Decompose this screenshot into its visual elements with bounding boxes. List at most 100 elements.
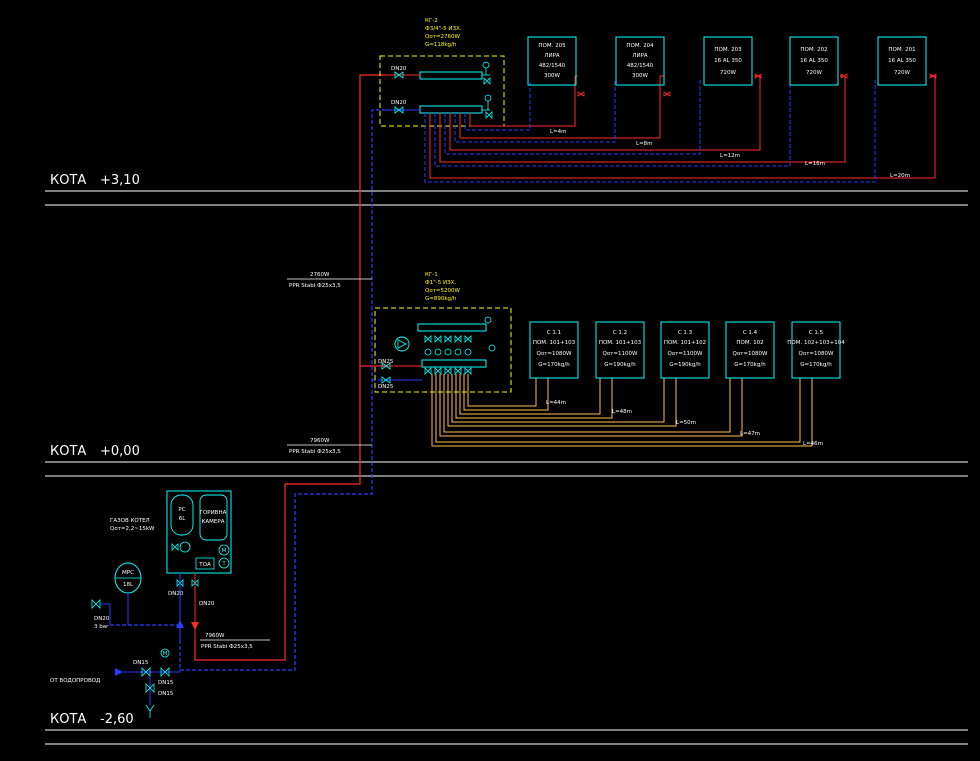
- level-label: КОТА: [50, 444, 86, 459]
- pipe-label-basement: 7960W PPR Stabi Ф25x3,5: [200, 633, 270, 650]
- radiator-room: ПОМ. 203: [714, 47, 742, 53]
- circuit-name: С 1.2: [613, 330, 627, 336]
- radiator-size: 482/1540: [539, 63, 566, 69]
- manifold-title: КГ-1: [425, 272, 438, 278]
- circuit-length: L=50m: [676, 420, 696, 426]
- valve-label: DN20: [199, 601, 215, 607]
- radiator: ПОМ. 201 16 AL 350 720W: [877, 36, 937, 86]
- valve-label: DN25: [378, 359, 394, 365]
- floor-heating-circuits: [431, 374, 813, 447]
- branch-length: L=4m: [550, 129, 567, 135]
- branch-length: L=12m: [720, 153, 740, 159]
- circuit-name: С 1.5: [809, 330, 824, 336]
- pipe-spec: PPR Stabi Ф25x3,5: [201, 644, 253, 650]
- m-label: М: [163, 651, 168, 657]
- circuit-flow: G=170kg/h: [734, 362, 766, 368]
- radiator: ПОМ. 202 16 AL 350 720W: [789, 36, 848, 86]
- manifold-upper: КГ-2 Ф3/4"-5 ИЗХ. Qот=2760W G=118kg/h DN…: [379, 18, 505, 127]
- circuit-room: ПОМ. 101+103: [533, 340, 576, 346]
- level-label: КОТА: [50, 712, 86, 727]
- pipe-power: 7960W: [310, 438, 330, 444]
- branch-length: L=20m: [890, 173, 910, 179]
- circuit-length: L=46m: [803, 441, 823, 447]
- manifold-power: Qот=5200W: [425, 288, 461, 294]
- upper-branches: [424, 75, 936, 183]
- valve-label: DN15: [158, 691, 174, 697]
- level-value: -2,60: [100, 712, 134, 727]
- branch-length: L=8m: [636, 141, 653, 147]
- level-label: КОТА: [50, 173, 86, 188]
- pipe-label-ground: 7960W PPR Stabi Ф25x3,5: [287, 438, 372, 455]
- chamber-label: КАМЕРА: [202, 519, 225, 525]
- circuit-power: Qот=1080W: [733, 351, 769, 357]
- circuit-box: С 1.3 ПОМ. 101+102 Qот=1100W G=190kg/h: [660, 321, 710, 379]
- vessel-volume: 6L: [179, 516, 186, 522]
- radiator: ПОМ. 204 ЛИРА 482/1540 300W: [615, 36, 671, 97]
- boiler-label: ГАЗОВ КОТЕЛ: [110, 518, 150, 524]
- circuit-name: С 1.1: [547, 330, 561, 336]
- pipe-spec: PPR Stabi Ф25x3,5: [289, 283, 341, 289]
- radiator-room: ПОМ. 205: [538, 43, 566, 49]
- radiator-power: 720W: [806, 70, 822, 76]
- manifold-power: Qот=2760W: [425, 34, 461, 40]
- water-inlet: ОТ ВОДОПРОВОД DN15 М DN15 DN15: [50, 648, 181, 718]
- radiator: ПОМ. 203 16 AL 350 720W: [703, 36, 762, 86]
- circuit-box: С 1.4 ПОМ. 102 Qот=1080W G=170kg/h: [725, 321, 775, 379]
- vessel-name: МРС: [122, 570, 134, 576]
- riser-supply: [194, 74, 385, 661]
- relief-valve: DN20 3 bar: [91, 599, 111, 630]
- pipe-power: 2760W: [310, 272, 330, 278]
- level-value: +0,00: [100, 444, 140, 459]
- circuit-room: ПОМ. 102: [736, 340, 763, 346]
- radiator-power: 720W: [894, 70, 910, 76]
- circuit-name: С 1.4: [743, 330, 758, 336]
- circuit-room: ПОМ. 101+102: [664, 340, 706, 346]
- valve-label: DN20: [168, 591, 184, 597]
- radiator-room: ПОМ. 202: [800, 47, 827, 53]
- circuit-flow: G=190kg/h: [669, 362, 701, 368]
- branch-length: L=16m: [805, 161, 825, 167]
- boiler-label: Qот=2,2~15kW: [110, 526, 155, 532]
- radiator-power: 720W: [720, 70, 736, 76]
- manifold-title: КГ-2: [425, 18, 438, 24]
- chamber-label: ГОРИВНА: [200, 510, 227, 516]
- radiator-power: 300W: [544, 73, 560, 79]
- m-label: М: [222, 548, 227, 554]
- circuit-length: L=48m: [612, 409, 632, 415]
- level-value: +3,10: [100, 173, 140, 188]
- circuit-room: ПОМ. 102+103+104: [787, 340, 845, 346]
- t-label: Т: [221, 561, 226, 567]
- manifold-flow: G=118kg/h: [425, 42, 457, 48]
- pipe-spec: PPR Stabi Ф25x3,5: [289, 449, 341, 455]
- vessel-name: РС: [178, 507, 185, 513]
- radiator-type: ЛИРА: [544, 53, 560, 59]
- circuit-power: Qот=1080W: [799, 351, 835, 357]
- riser-return: [110, 109, 385, 671]
- circuit-box: С 1.2 ПОМ. 101+103 Qот=1100W G=190kg/h: [595, 321, 645, 379]
- pipe-label-upper: 2760W PPR Stabi Ф25x3,5: [287, 272, 372, 289]
- valve-size: DN20: [94, 616, 110, 622]
- circuit-length: L=47m: [740, 431, 760, 437]
- radiator: ПОМ. 205 ЛИРА 482/1540 300W: [527, 36, 585, 97]
- pump-icon: [179, 541, 191, 553]
- circuit-box: С 1.5 ПОМ. 102+103+104 Qот=1080W G=170kg…: [787, 321, 845, 379]
- valve-label: DN15: [133, 660, 149, 666]
- radiator-type: 16 AL 350: [888, 58, 916, 64]
- radiator-power: 300W: [632, 73, 648, 79]
- radiator-type: 16 AL 350: [800, 58, 828, 64]
- boiler: РС 6L ГОРИВНА КАМЕРА М Т ТОА ГАЗОВ КОТЕЛ…: [110, 490, 232, 640]
- circuit-flow: G=170kg/h: [800, 362, 832, 368]
- valve-label: DN15: [158, 680, 174, 686]
- level-lines: [45, 190, 968, 745]
- expansion-vessel: МРС 18L: [114, 562, 142, 625]
- valve-label: DN20: [391, 66, 407, 72]
- valve-label: DN20: [391, 100, 407, 106]
- manifold-flow: G=890kg/h: [425, 296, 457, 302]
- radiator-type: 16 AL 350: [714, 58, 742, 64]
- circuit-flow: G=190kg/h: [604, 362, 636, 368]
- vessel-volume: 18L: [123, 582, 134, 588]
- valve-pressure: 3 bar: [94, 624, 109, 630]
- circuit-power: Qот=1080W: [537, 351, 573, 357]
- circuit-room: ПОМ. 101+103: [599, 340, 642, 346]
